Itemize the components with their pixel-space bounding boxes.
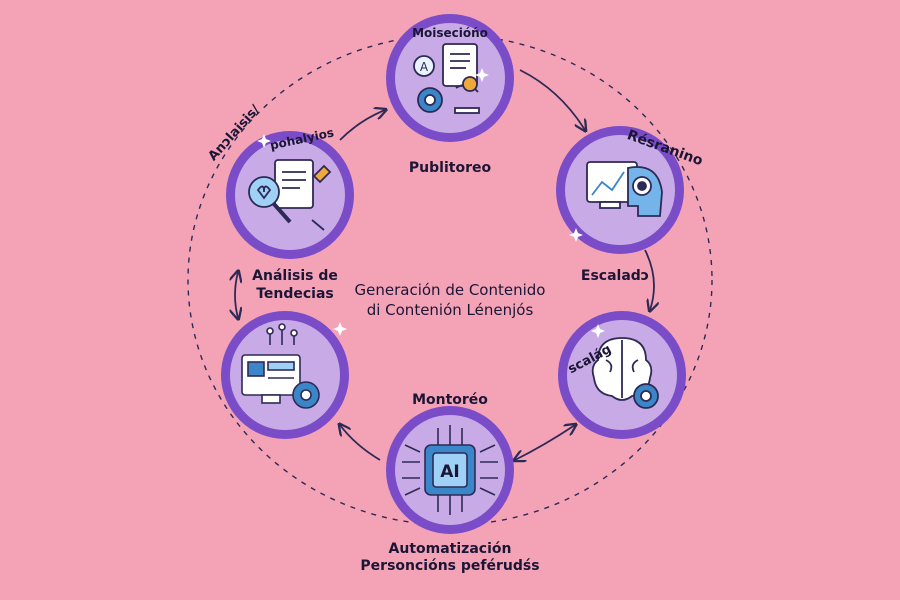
flow-arrows <box>235 69 654 461</box>
center-title-line1: Generación de Contenido <box>354 281 546 299</box>
bottom-node-label-line2: Personcións peférudśs <box>360 558 540 574</box>
top-node-label: Publitoreo <box>408 160 492 176</box>
upper-left-node-label-line2: Tendecias <box>256 286 334 302</box>
center-title: Generación de Contenido di Contenión Lén… <box>325 280 575 321</box>
computer-network-icon <box>241 323 320 409</box>
node-bottom <box>386 406 514 534</box>
node-top: A <box>386 14 514 142</box>
arrow-upper-left-to-top <box>339 110 385 141</box>
chip-label: AI <box>440 462 459 482</box>
analytics-head-icon <box>586 161 663 217</box>
node-lower-left <box>221 311 349 439</box>
node-lower-right <box>558 311 686 439</box>
node-upper-left <box>226 131 354 259</box>
node-upper-right <box>556 126 684 254</box>
top-node-tag: Moisecióńo <box>412 26 488 40</box>
sparkle-accents <box>257 68 605 338</box>
brain-gear-icon <box>591 337 659 409</box>
arrow-lower-right-bottom <box>515 425 575 460</box>
bottom-node-tag: Montoréo <box>412 392 488 408</box>
center-title-line2: di Contenión Lénenjós <box>366 301 534 320</box>
document-search-icon <box>248 159 332 231</box>
arrow-top-to-upper-right <box>519 69 585 130</box>
bottom-node-label-line1: Automatización <box>388 541 512 557</box>
upper-right-node-label: Escaladɔ <box>580 268 650 284</box>
arrow-upper-right-to-lower-right <box>644 249 654 310</box>
arrow-lower-left-upper-left <box>235 272 238 318</box>
document-gear-icon <box>413 43 480 114</box>
icon-letter-a: A <box>420 60 429 74</box>
arrow-bottom-to-lower-left <box>340 425 381 461</box>
ai-chip-icon <box>402 425 498 515</box>
upper-left-node-label-line1: Análisis de <box>252 268 338 284</box>
